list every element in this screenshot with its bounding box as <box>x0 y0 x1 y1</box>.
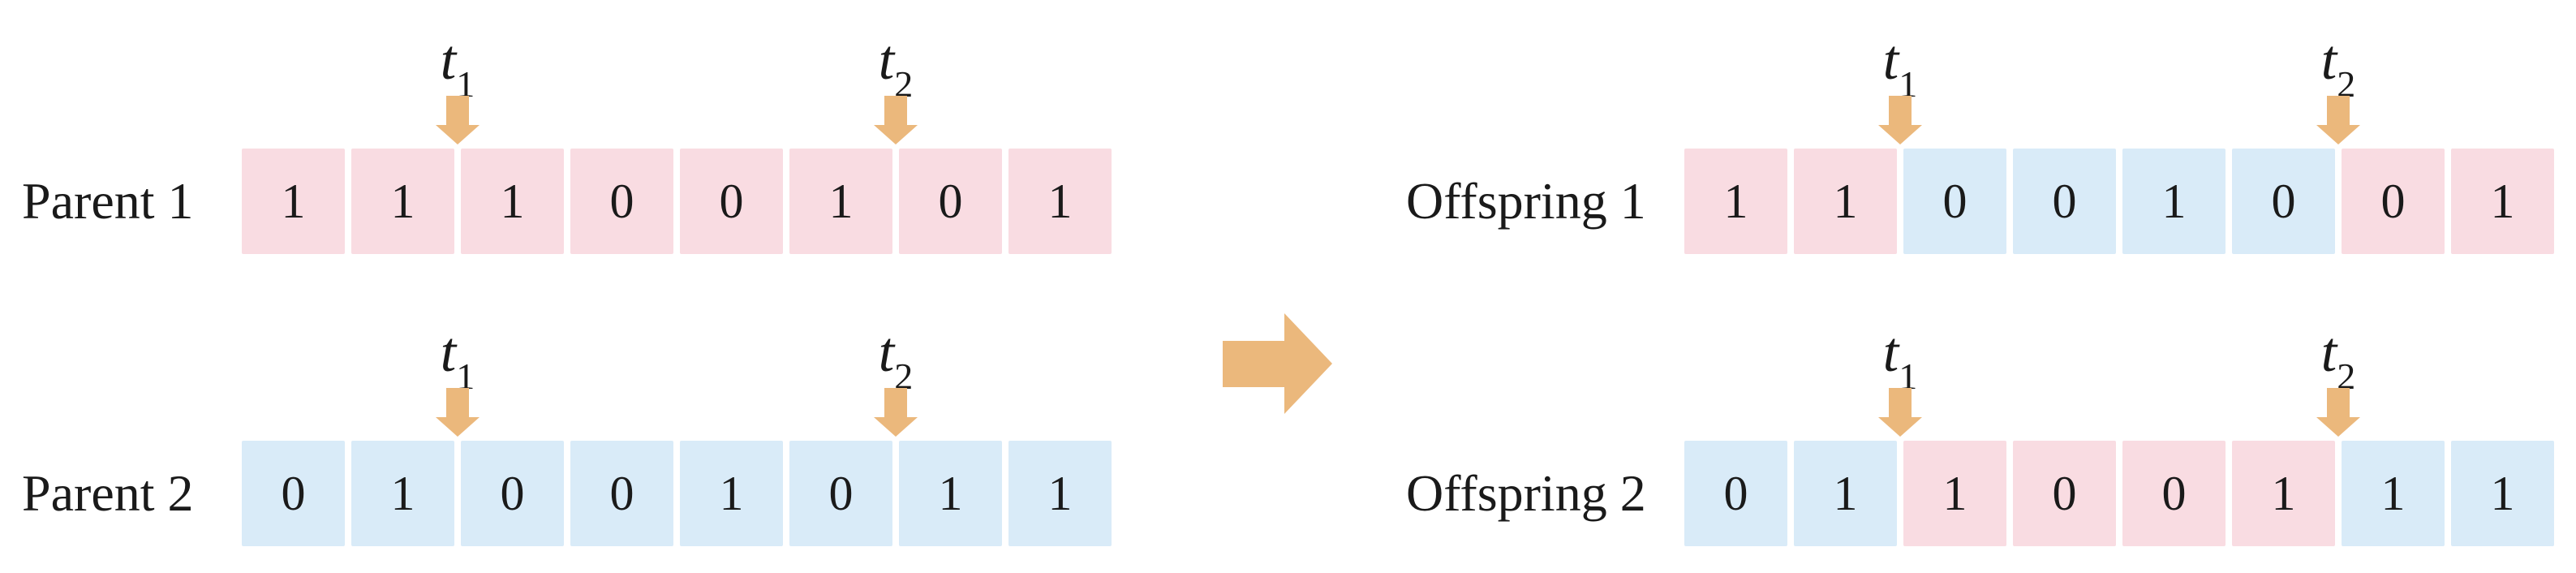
gene-cell: 0 <box>2013 441 2116 546</box>
gene-cell: 0 <box>680 149 783 254</box>
t1-subscript: 1 <box>456 62 475 105</box>
gene-cell: 0 <box>570 441 673 546</box>
gene-cell: 0 <box>2013 149 2116 254</box>
t1-base: t <box>1882 29 1899 92</box>
down-arrow-icon <box>436 96 480 144</box>
gene-cell: 1 <box>1008 441 1112 546</box>
t2-base: t <box>878 321 895 384</box>
down-arrow-icon <box>2316 96 2360 144</box>
t2-subscript: 2 <box>894 62 914 105</box>
gene-cell: 0 <box>461 441 564 546</box>
gene-cell: 0 <box>2122 441 2226 546</box>
t1-base: t <box>1882 321 1899 384</box>
gene-cell: 1 <box>461 149 564 254</box>
gene-cell: 0 <box>1684 441 1787 546</box>
gene-cell: 1 <box>242 149 345 254</box>
row-label-offspring-1: Offspring 1 <box>1406 172 1646 230</box>
down-arrow-icon <box>874 388 918 437</box>
gene-cell: 1 <box>1008 149 1112 254</box>
down-arrow-icon <box>1878 96 1922 144</box>
gene-cell: 1 <box>1903 441 2006 546</box>
right-arrow-icon <box>1223 313 1332 414</box>
down-arrow-icon <box>436 388 480 437</box>
t1-base: t <box>440 29 457 92</box>
t2-subscript: 2 <box>894 355 914 397</box>
t1-subscript: 1 <box>456 355 475 397</box>
gene-cell: 0 <box>570 149 673 254</box>
down-arrow-icon <box>1878 388 1922 437</box>
gene-cell: 0 <box>1903 149 2006 254</box>
down-arrow-icon <box>2316 388 2360 437</box>
t2-base: t <box>2320 321 2337 384</box>
gene-cell: 1 <box>1794 441 1897 546</box>
t1-base: t <box>440 321 457 384</box>
gene-cell: 0 <box>242 441 345 546</box>
row-label-parent-2: Parent 2 <box>22 464 194 522</box>
t2-subscript: 2 <box>2337 355 2356 397</box>
gene-cell: 1 <box>789 149 892 254</box>
gene-cell: 1 <box>2232 441 2335 546</box>
gene-cell: 0 <box>2342 149 2445 254</box>
gene-cell: 1 <box>351 149 454 254</box>
gene-cell: 1 <box>2122 149 2226 254</box>
gene-cell: 1 <box>351 441 454 546</box>
t2-base: t <box>2320 29 2337 92</box>
gene-cell: 0 <box>2232 149 2335 254</box>
gene-cell: 1 <box>680 441 783 546</box>
gene-cell: 1 <box>2451 149 2554 254</box>
gene-cell: 1 <box>1684 149 1787 254</box>
t2-subscript: 2 <box>2337 62 2356 105</box>
gene-cell: 0 <box>899 149 1002 254</box>
down-arrow-icon <box>874 96 918 144</box>
row-label-offspring-2: Offspring 2 <box>1406 464 1646 522</box>
t1-subscript: 1 <box>1899 62 1918 105</box>
t1-subscript: 1 <box>1899 355 1918 397</box>
gene-cell: 1 <box>2451 441 2554 546</box>
t2-base: t <box>878 29 895 92</box>
gene-cell: 1 <box>899 441 1002 546</box>
gene-cell: 1 <box>2342 441 2445 546</box>
row-label-parent-1: Parent 1 <box>22 172 194 230</box>
gene-cell: 1 <box>1794 149 1897 254</box>
gene-cell: 0 <box>789 441 892 546</box>
